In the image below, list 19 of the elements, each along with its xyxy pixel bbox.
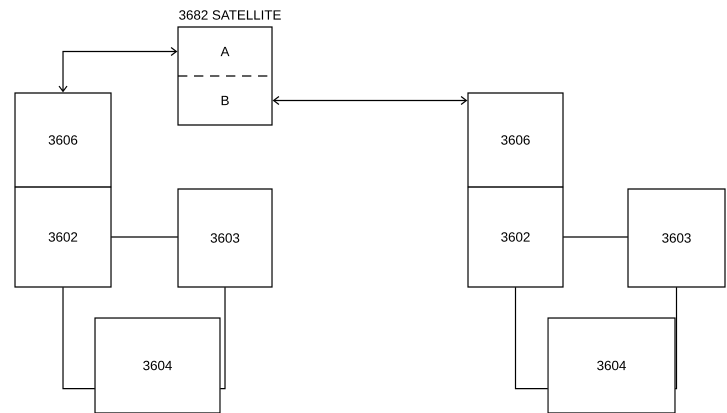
block-box: 3604 (94, 317, 221, 413)
connector-line (112, 236, 178, 238)
connector-line (675, 288, 678, 390)
block-box: 3602 (467, 186, 564, 288)
box-heading: 3682 SATELLITE (179, 10, 281, 20)
block-box: 3606 (14, 92, 112, 188)
connector-line (62, 288, 94, 390)
block-box: 3604 (547, 317, 676, 413)
box-section: B (222, 96, 229, 106)
connector-line (564, 236, 628, 238)
connector-line (220, 288, 226, 390)
block-box: 3606 (467, 92, 564, 188)
block-box: 3602 (14, 186, 112, 288)
block-box: 3603 (627, 188, 726, 288)
arrow (272, 96, 468, 105)
arrow (58, 47, 178, 92)
block-box: 3603 (177, 188, 273, 288)
box-section: A (220, 46, 230, 56)
connector-line (514, 288, 548, 390)
